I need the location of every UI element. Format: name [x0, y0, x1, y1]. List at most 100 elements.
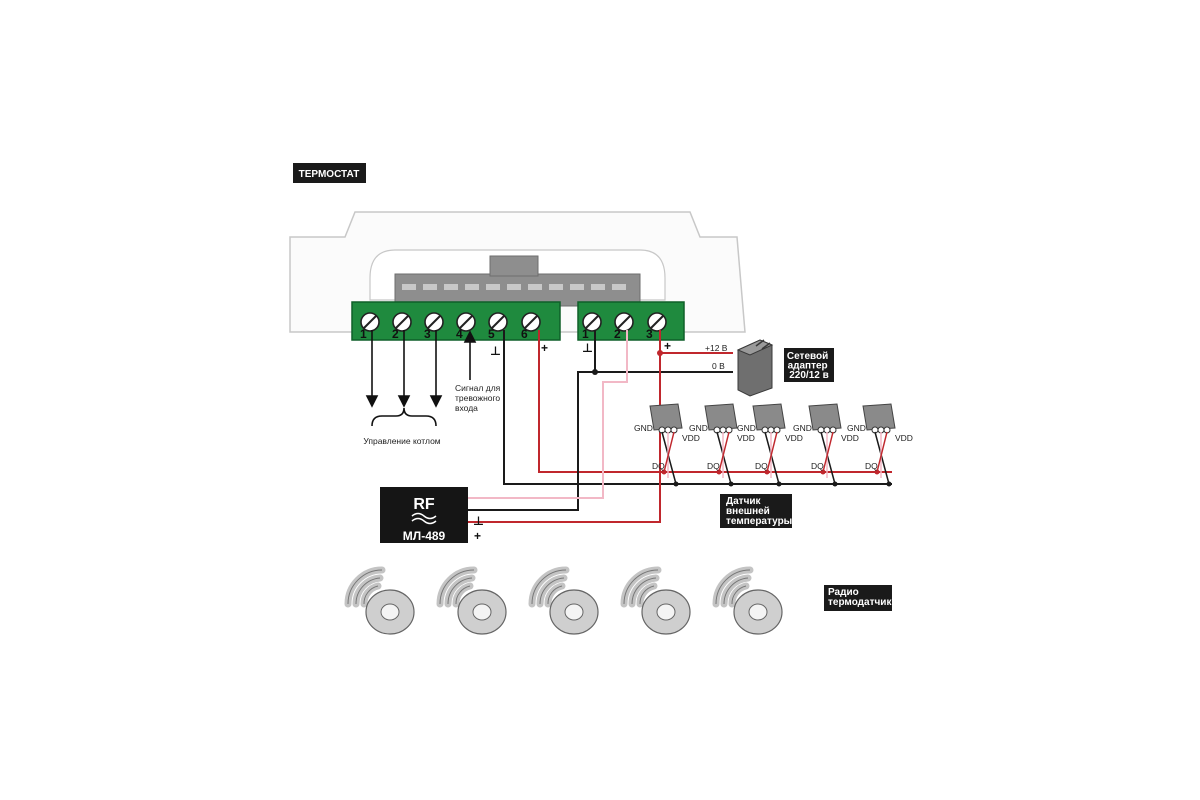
connector-slot: [612, 284, 626, 290]
boiler-control-label: Управление котлом: [363, 436, 440, 446]
screw-icon: [647, 312, 667, 332]
bus-junction: [820, 469, 826, 475]
bus-junction: [716, 469, 722, 475]
pin-label-dq: DQ: [707, 461, 720, 471]
terminal-left-5: 5: [488, 327, 495, 341]
screw-icon: [360, 312, 380, 332]
terminal-left-4: 4: [456, 327, 463, 341]
bus-junction: [728, 481, 734, 487]
terminal-right-2: 2: [614, 327, 621, 341]
wires: [468, 330, 892, 523]
power-adapter-icon: [736, 339, 774, 397]
rf-plus-mark: +: [474, 529, 481, 543]
alarm-signal-label: Сигнал для тревожного входа: [455, 383, 503, 413]
connector-slot: [402, 284, 416, 290]
bus-junction: [832, 481, 838, 487]
radio-sensor-1: [344, 566, 415, 635]
label-plus-12v: +12 В: [705, 343, 728, 353]
pin-label-dq: DQ: [755, 461, 768, 471]
radio-sensor-5: [712, 566, 783, 635]
svg-text:Сетевой адаптер 22: Сетевой адаптер 220/12 в: [787, 351, 831, 381]
pin-label-gnd: GND: [737, 423, 756, 433]
radio-sensor-2: [436, 566, 507, 635]
connector-slot: [444, 284, 458, 290]
connector-slot: [423, 284, 437, 290]
adapter-label: Сетевой адаптер 220/12 в: [784, 348, 834, 382]
junction-12v: [657, 350, 663, 356]
junction-0v: [592, 369, 598, 375]
terminal-r1-ground-mark: ⊥: [582, 341, 593, 355]
pin-label-dq: DQ: [652, 461, 665, 471]
connector-slot: [465, 284, 479, 290]
pin-label-gnd: GND: [847, 423, 866, 433]
pin-label-vdd: VDD: [895, 433, 913, 443]
boiler-control-brace: [371, 407, 437, 427]
bus-junction: [776, 481, 782, 487]
svg-text:ТЕРМОСТАТ: ТЕРМОСТАТ: [299, 169, 360, 180]
rf-wave-icon: [411, 512, 437, 525]
bus-junction: [673, 481, 679, 487]
temperature-sensor-4: GND VDD DQ: [793, 403, 859, 487]
pin-label-gnd: GND: [689, 423, 708, 433]
terminal-screws: [360, 312, 667, 332]
pin-label-gnd: GND: [793, 423, 812, 433]
connector-pins: [402, 284, 626, 290]
alarm-input-arrow: [463, 330, 477, 380]
terminal-right-1: 1: [582, 327, 589, 341]
terminal-left-6: 6: [521, 327, 528, 341]
radio-sensors-label: Радио термодатчики: [824, 585, 898, 611]
thermostat-title: ТЕРМОСТАТ: [293, 163, 366, 183]
radio-sensors: [344, 566, 783, 635]
boiler-control-arrows: [365, 330, 443, 408]
rf-model: МЛ-489: [403, 529, 446, 543]
terminal-left-2: 2: [392, 327, 399, 341]
screw-icon: [488, 312, 508, 332]
wire-red-vdd-bus: [538, 330, 892, 473]
pin-label-vdd: VDD: [841, 433, 859, 443]
radio-sensor-4: [620, 566, 691, 635]
screw-icon: [521, 312, 541, 332]
connector-slot: [486, 284, 500, 290]
terminal-5-ground-mark: ⊥: [490, 344, 501, 358]
svg-text:Радио термодатчики: Радио термодатчики: [828, 587, 898, 608]
bus-junction: [886, 481, 892, 487]
svg-text:Датчик внешней тем: Датчик внешней температуры: [726, 496, 792, 527]
terminal-right-3: 3: [646, 327, 653, 341]
bus-junction: [874, 469, 880, 475]
connector-slot: [549, 284, 563, 290]
label-0v: 0 В: [712, 361, 725, 371]
pin-label-dq: DQ: [811, 461, 824, 471]
connector-slot: [507, 284, 521, 290]
screw-icon: [582, 312, 602, 332]
bus-junction: [661, 469, 667, 475]
connector-slot: [528, 284, 542, 290]
connector-slot: [591, 284, 605, 290]
screw-icon: [424, 312, 444, 332]
wire-pink-rf-data: [468, 330, 628, 499]
pin-label-vdd: VDD: [682, 433, 700, 443]
rf-module: RF МЛ-489: [380, 487, 468, 543]
screw-icon: [614, 312, 634, 332]
rf-ground-mark: ⊥: [473, 514, 484, 528]
wire-black-ground-bus: [503, 330, 892, 485]
bus-junction: [764, 469, 770, 475]
terminal-6-plus-mark: +: [541, 341, 548, 355]
wire-black-rf-ground: [468, 330, 596, 511]
pin-label-vdd: VDD: [785, 433, 803, 443]
radio-sensor-3: [528, 566, 599, 635]
connector-slot: [570, 284, 584, 290]
pin-label-vdd: VDD: [737, 433, 755, 443]
pin-label-dq: DQ: [865, 461, 878, 471]
screw-icon: [392, 312, 412, 332]
terminal-left-3: 3: [424, 327, 431, 341]
temperature-sensor-1: GND VDD DQ: [634, 403, 700, 487]
terminal-left-1: 1: [360, 327, 367, 341]
wire-red-rf-plus: [468, 330, 661, 523]
temperature-sensor-5: GND VDD DQ: [847, 403, 913, 487]
screw-icon: [456, 312, 476, 332]
pin-label-gnd: GND: [634, 423, 653, 433]
